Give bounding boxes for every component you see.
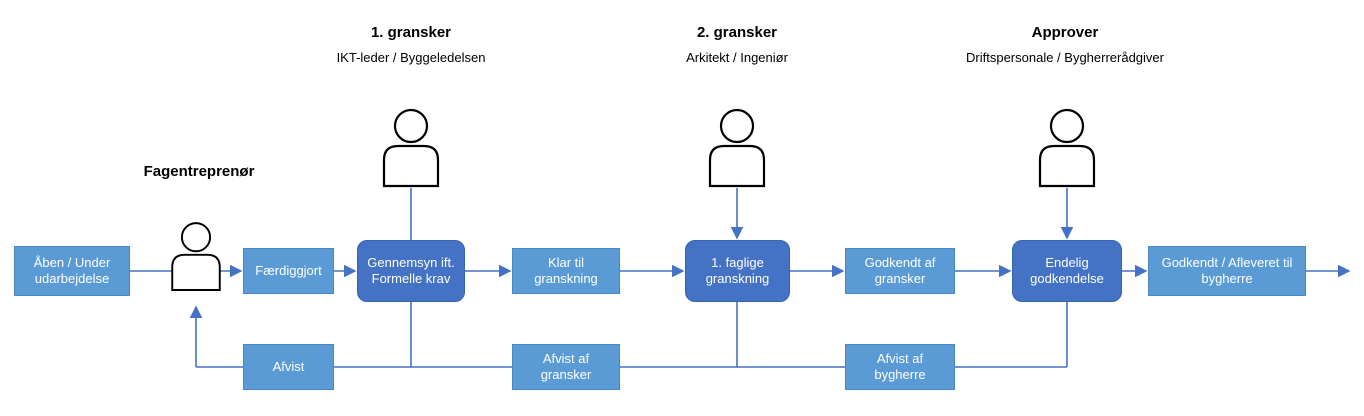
state-box-ready-label: Klar til granskning <box>534 254 598 286</box>
state-box-finished-label: Færdiggjort <box>255 262 322 278</box>
role-subtitle-reviewer1: IKT-leder / Byggeledelsen <box>336 50 486 65</box>
state-box-open: Åben / Under udarbejdelse <box>14 246 130 296</box>
role-header-reviewer2: 2. gransker Arkitekt / Ingeniør <box>686 24 788 66</box>
state-box-rejected-label: Afvist <box>272 358 305 374</box>
role-subtitle-approver: Driftspersonale / Bygherrerådgiver <box>966 50 1164 65</box>
role-title-contractor: Fagentreprenør <box>143 163 255 180</box>
person-icon-contractor <box>171 222 221 291</box>
state-box-rejected-by-reviewer-label: Afvist af gransker <box>540 350 592 382</box>
state-box-approved-by-reviewer: Godkendt af gransker <box>845 248 955 294</box>
state-box-finished: Færdiggjort <box>243 248 334 294</box>
role-title-reviewer2: 2. gransker <box>696 24 778 41</box>
person-icon-approver <box>1038 108 1096 188</box>
action-box-formal-review-label: Gennemsyn ift. Formelle krav <box>367 254 455 286</box>
person-icon-reviewer2 <box>708 108 766 188</box>
action-box-technical-review: 1. faglige granskning <box>685 240 790 302</box>
role-subtitle-reviewer2: Arkitekt / Ingeniør <box>686 50 788 65</box>
action-box-final-approval-label: Endelig godkendelse <box>1030 254 1104 286</box>
state-box-open-label: Åben / Under udarbejdelse <box>33 254 111 286</box>
action-box-formal-review: Gennemsyn ift. Formelle krav <box>357 240 465 302</box>
person-icon-reviewer1 <box>382 108 440 188</box>
state-box-rejected: Afvist <box>243 344 334 390</box>
state-box-approved-delivered: Godkendt / Afleveret til bygherre <box>1148 246 1306 296</box>
role-title-reviewer1: 1. gransker <box>370 24 452 41</box>
role-title-approver: Approver <box>1031 24 1099 41</box>
action-box-final-approval: Endelig godkendelse <box>1012 240 1122 302</box>
state-box-approved-by-reviewer-label: Godkendt af gransker <box>864 254 936 286</box>
role-header-reviewer1: 1. gransker IKT-leder / Byggeledelsen <box>337 24 486 66</box>
state-box-rejected-by-reviewer: Afvist af gransker <box>512 344 620 390</box>
state-box-rejected-by-client-label: Afvist af bygherre <box>874 350 926 382</box>
state-box-approved-delivered-label: Godkendt / Afleveret til bygherre <box>1161 254 1293 286</box>
role-task-connectors <box>410 188 1074 240</box>
state-box-rejected-by-client: Afvist af bygherre <box>845 344 955 390</box>
role-header-approver: Approver Driftspersonale / Bygherrerådgi… <box>966 24 1164 66</box>
state-box-ready: Klar til granskning <box>512 248 620 294</box>
action-box-technical-review-label: 1. faglige granskning <box>705 254 770 286</box>
